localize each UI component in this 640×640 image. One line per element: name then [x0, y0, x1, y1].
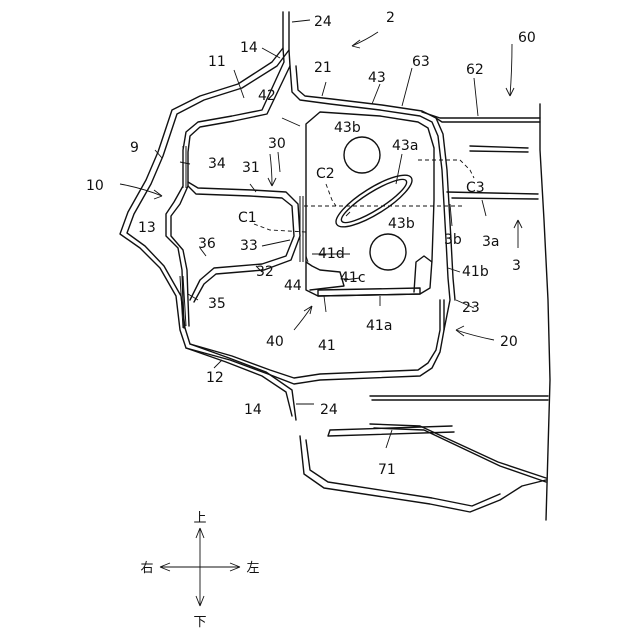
reference-labels: 24 2 14 60 11 21 43 63 62 42 43b 9 30 43… — [86, 10, 536, 478]
label-14-top: 14 — [240, 40, 258, 56]
label-c3: C3 — [466, 180, 485, 196]
label-41b: 41b — [462, 264, 489, 280]
label-34: 34 — [208, 156, 226, 172]
label-35: 35 — [208, 296, 226, 312]
label-41: 41 — [318, 338, 336, 354]
outer-panel-member-10 — [120, 12, 296, 420]
label-31: 31 — [242, 160, 260, 176]
label-32: 32 — [256, 264, 274, 280]
label-71: 71 — [378, 462, 396, 478]
label-60: 60 — [518, 30, 536, 46]
label-12: 12 — [206, 370, 224, 386]
compass-left-label: 右 — [140, 561, 153, 576]
label-c2: C2 — [316, 166, 335, 182]
label-21: 21 — [314, 60, 332, 76]
label-33: 33 — [240, 238, 258, 254]
label-42: 42 — [258, 88, 276, 104]
label-11: 11 — [208, 54, 226, 70]
direction-compass: 上 下 右 左 — [140, 511, 259, 630]
label-41d: 41d — [318, 246, 345, 262]
label-44: 44 — [284, 278, 302, 294]
label-3a: 3a — [482, 234, 500, 250]
label-c1: C1 — [238, 210, 257, 226]
label-43a: 43a — [392, 138, 418, 154]
label-24-bot: 24 — [320, 402, 338, 418]
label-43b-bot: 43b — [388, 216, 415, 232]
label-43: 43 — [368, 70, 386, 86]
label-62: 62 — [466, 62, 484, 78]
label-9: 9 — [130, 140, 139, 156]
cross-member-20 — [290, 66, 540, 330]
vehicle-body-edge-60 — [540, 104, 550, 520]
label-30: 30 — [268, 136, 286, 152]
label-2: 2 — [386, 10, 395, 26]
label-13: 13 — [138, 220, 156, 236]
label-36: 36 — [198, 236, 216, 252]
compass-down-label: 下 — [193, 615, 206, 630]
compass-up-label: 上 — [193, 511, 206, 526]
label-3b: 3b — [444, 232, 462, 248]
label-41c: 41c — [340, 270, 366, 286]
label-10: 10 — [86, 178, 104, 194]
leader-lines — [155, 20, 486, 448]
label-40: 40 — [266, 334, 284, 350]
label-20: 20 — [500, 334, 518, 350]
compass-right-label: 左 — [246, 561, 259, 576]
label-43b-top: 43b — [334, 120, 361, 136]
label-14-bot: 14 — [244, 402, 262, 418]
label-24-top: 24 — [314, 14, 332, 30]
label-3: 3 — [512, 258, 521, 274]
label-23: 23 — [462, 300, 480, 316]
label-41a: 41a — [366, 318, 392, 334]
label-63: 63 — [412, 54, 430, 70]
